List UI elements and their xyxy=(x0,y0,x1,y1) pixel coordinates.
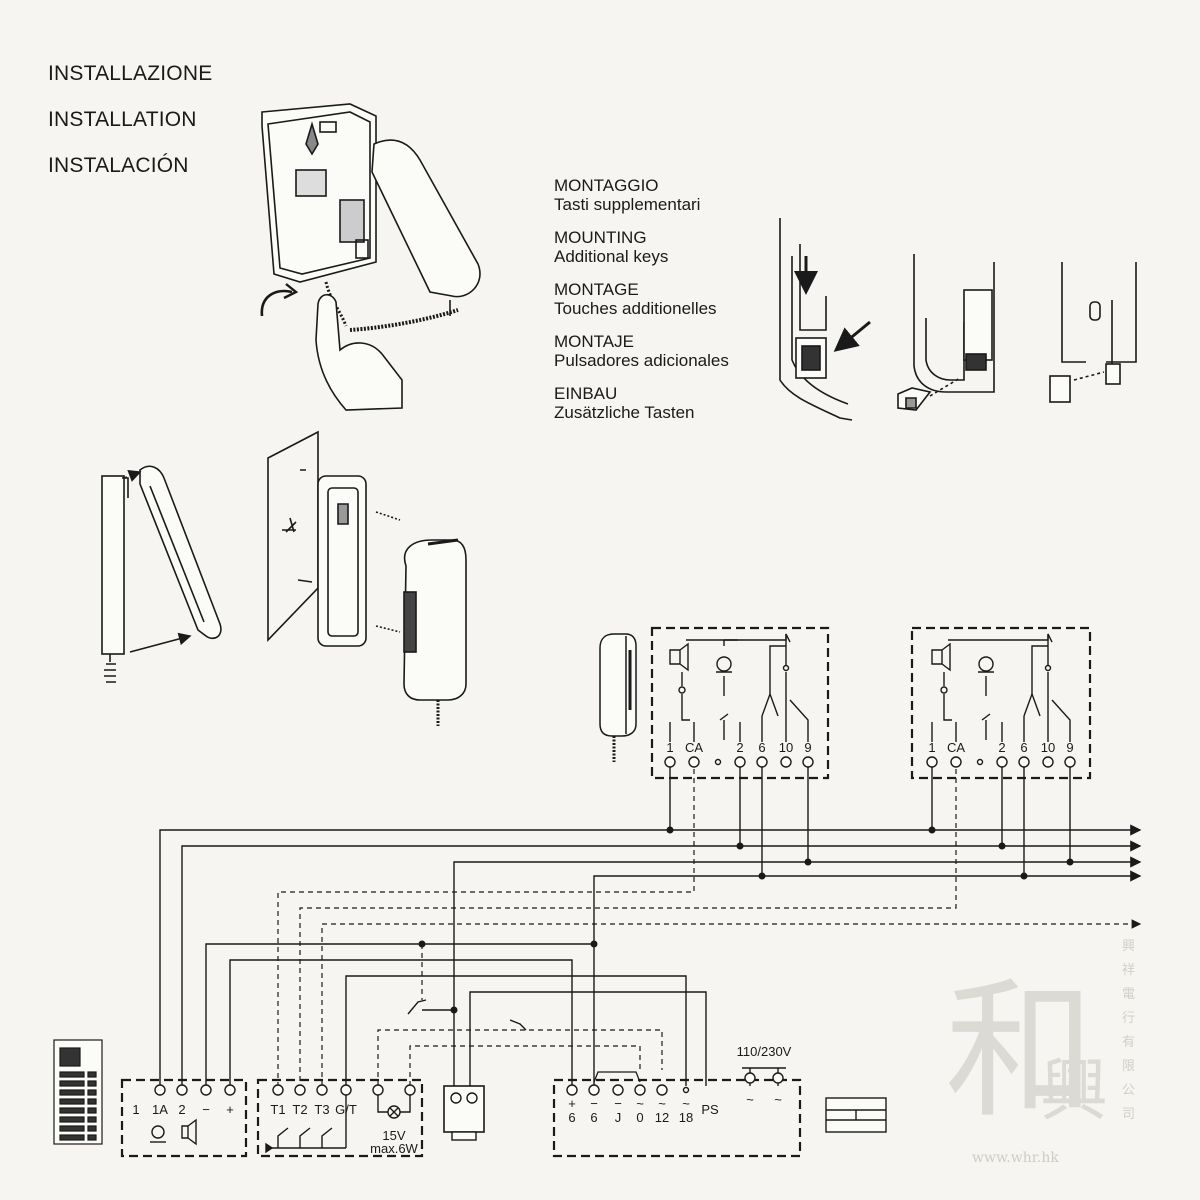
terminal-label: 1 xyxy=(928,740,935,755)
handset-icon xyxy=(599,633,637,762)
psu-terminal-top: ~ xyxy=(682,1096,690,1111)
handset-terminal-labels: 1 CA 2 6 10 9 1 CA 2 6 10 9 xyxy=(666,740,1073,755)
terminal-label: 1 xyxy=(132,1102,139,1117)
title-english: INSTALLATION xyxy=(48,108,197,131)
psu-terminal-bottom: 6 xyxy=(568,1110,575,1125)
mains-terminal-label: ~ xyxy=(746,1092,754,1107)
terminal-label: 9 xyxy=(804,740,811,755)
watermark-side-text: 興祥電行有限公司 xyxy=(1122,939,1136,1122)
mounting-subtitle: Zusätzliche Tasten xyxy=(554,403,695,422)
terminal-label: 10 xyxy=(1041,740,1055,755)
mounting-heading: EINBAU xyxy=(554,384,618,403)
mounting-instructions: MONTAGGIO Tasti supplementari MOUNTING A… xyxy=(554,176,729,436)
handset-unit-a xyxy=(650,626,830,780)
microphone-icon xyxy=(151,1125,165,1139)
wall-plate-illustration xyxy=(267,430,467,726)
call-wires xyxy=(277,760,1142,1086)
psu-terminal-bottom: 18 xyxy=(679,1110,693,1125)
mains-voltage-label: 110/230V xyxy=(737,1044,792,1059)
watermark-char-2: 興 xyxy=(1040,1052,1109,1131)
terminal-label: 1A xyxy=(152,1102,168,1117)
title-italian: INSTALLAZIONE xyxy=(48,62,213,85)
terminal-label: 2 xyxy=(998,740,1005,755)
wiring-diagram: 1 CA 2 6 10 9 1 CA 2 6 10 9 xyxy=(53,626,1142,1158)
watermark-char-1: 和 xyxy=(945,965,1096,1139)
psu-terminal-top: ~ xyxy=(636,1096,644,1111)
power-unit-icon xyxy=(825,1097,887,1133)
psu-terminal-top: + xyxy=(568,1096,576,1111)
mounting-subtitle: Touches additionelles xyxy=(554,299,717,318)
handset-side-illustration xyxy=(101,465,222,683)
psu-terminal-top: − xyxy=(590,1096,598,1111)
door-panel-icon xyxy=(53,1039,103,1145)
terminal-label: 6 xyxy=(1020,740,1027,755)
psu-terminal-bottom: 6 xyxy=(590,1110,597,1125)
relay-terminal-box: T1 T2 T3 G/T 15V max.6W xyxy=(256,1078,424,1158)
psu-terminal-bottom: J xyxy=(615,1110,622,1125)
handset-unit-b xyxy=(910,626,1092,780)
title-spanish: INSTALACIÓN xyxy=(48,154,189,177)
mounting-subtitle: Tasti supplementari xyxy=(554,195,701,214)
terminal-label: 9 xyxy=(1066,740,1073,755)
mounting-french: MONTAGE Touches additionelles xyxy=(554,280,729,318)
mounting-italian: MONTAGGIO Tasti supplementari xyxy=(554,176,729,214)
mounting-spanish: MONTAJE Pulsadores adicionales xyxy=(554,332,729,370)
handset-screws xyxy=(664,756,1076,768)
mounting-english: MOUNTING Additional keys xyxy=(554,228,729,266)
additional-keys-illustrations xyxy=(779,218,1137,421)
psu-terminal-bottom: 12 xyxy=(655,1110,669,1125)
terminal-label: 2 xyxy=(736,740,743,755)
psu-terminal-top: ~ xyxy=(658,1096,666,1111)
psu-terminal-top: − xyxy=(614,1096,622,1111)
mounting-subtitle: Additional keys xyxy=(554,247,669,266)
terminal-label: 2 xyxy=(178,1102,185,1117)
terminal-label: CA xyxy=(685,740,703,755)
mounting-heading: MONTAGGIO xyxy=(554,176,659,195)
lamp-power: max.6W xyxy=(370,1141,418,1156)
lamp-voltage: 15V xyxy=(382,1128,405,1143)
terminal-label: 6 xyxy=(758,740,765,755)
door-lock-box xyxy=(443,1085,485,1141)
terminal-label: 10 xyxy=(779,740,793,755)
terminal-label: T3 xyxy=(314,1102,329,1117)
panel-terminal-box: 1 1A 2 − + xyxy=(120,1078,248,1158)
psu-terminal-bottom: 0 xyxy=(636,1110,643,1125)
terminal-label: 1 xyxy=(666,740,673,755)
watermark-url: www.whr.hk xyxy=(972,1150,1059,1166)
terminal-label: + xyxy=(226,1102,234,1117)
terminal-label: T1 xyxy=(270,1102,285,1117)
junction-dots xyxy=(418,826,1074,1014)
power-wires xyxy=(205,943,786,1092)
title-block: INSTALLAZIONE INSTALLATION INSTALACIÓN xyxy=(48,62,212,200)
speaker-icon xyxy=(181,1118,197,1146)
mounting-german: EINBAU Zusätzliche Tasten xyxy=(554,384,729,422)
mounting-heading: MOUNTING xyxy=(554,228,647,247)
mounting-heading: MONTAGE xyxy=(554,280,639,299)
mains-terminal-label: ~ xyxy=(774,1092,782,1107)
bus-wires xyxy=(159,760,1142,1092)
terminal-label: CA xyxy=(947,740,965,755)
psu-ps-label: PS xyxy=(701,1102,719,1117)
power-supply-box: + 6 − 6 − J ~ 0 ~ 12 ~ 18 PS ~ ~ 110/230… xyxy=(552,1044,802,1158)
handset-wall-illustration xyxy=(260,103,481,411)
terminal-label: − xyxy=(202,1102,210,1117)
mounting-heading: MONTAJE xyxy=(554,332,634,351)
terminal-label: T2 xyxy=(292,1102,307,1117)
mounting-subtitle: Pulsadores adicionales xyxy=(554,351,729,370)
